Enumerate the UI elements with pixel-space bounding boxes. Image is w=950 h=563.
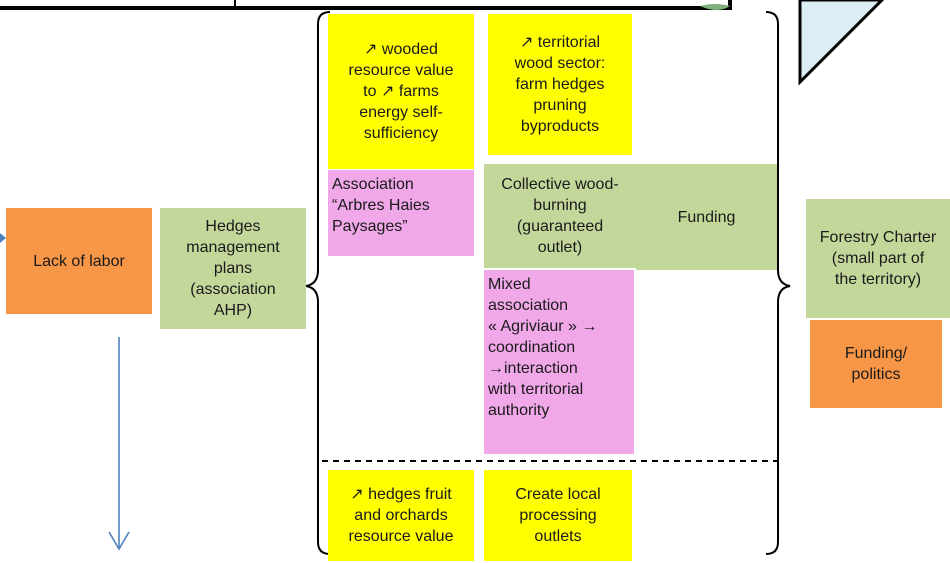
mixed-association-box: Mixed association « Agriviaur » → coordi… [484,270,634,454]
left-brace [305,11,331,555]
top-callout-arrow [798,0,885,86]
funding-politics-box: Funding/ politics [810,320,942,408]
territorial-wood-box: ↗ territorial wood sector: farm hedges p… [488,14,632,155]
top-callout-frame [0,0,732,10]
right-brace [765,11,791,555]
wooded-value-box: ↗ wooded resource value to ↗ farms energ… [328,14,474,169]
incoming-arrow-tip [0,233,6,243]
hedges-plans-box: Hedges management plans (association AHP… [160,208,306,329]
down-arrow-head [108,531,130,551]
association-ahp-box: Association “Arbres Haies Paysages” [328,170,474,256]
forestry-charter-box: Forestry Charter (small part of the terr… [806,199,950,318]
lack-of-labor-box: Lack of labor [6,208,152,314]
funding-box: Funding [636,164,777,270]
collective-wood-box: Collective wood- burning (guaranteed out… [484,164,636,268]
local-outlets-box: Create local processing outlets [484,470,632,561]
leaf-decoration [700,4,730,10]
hedges-fruit-box: ↗ hedges fruit and orchards resource val… [328,470,474,561]
